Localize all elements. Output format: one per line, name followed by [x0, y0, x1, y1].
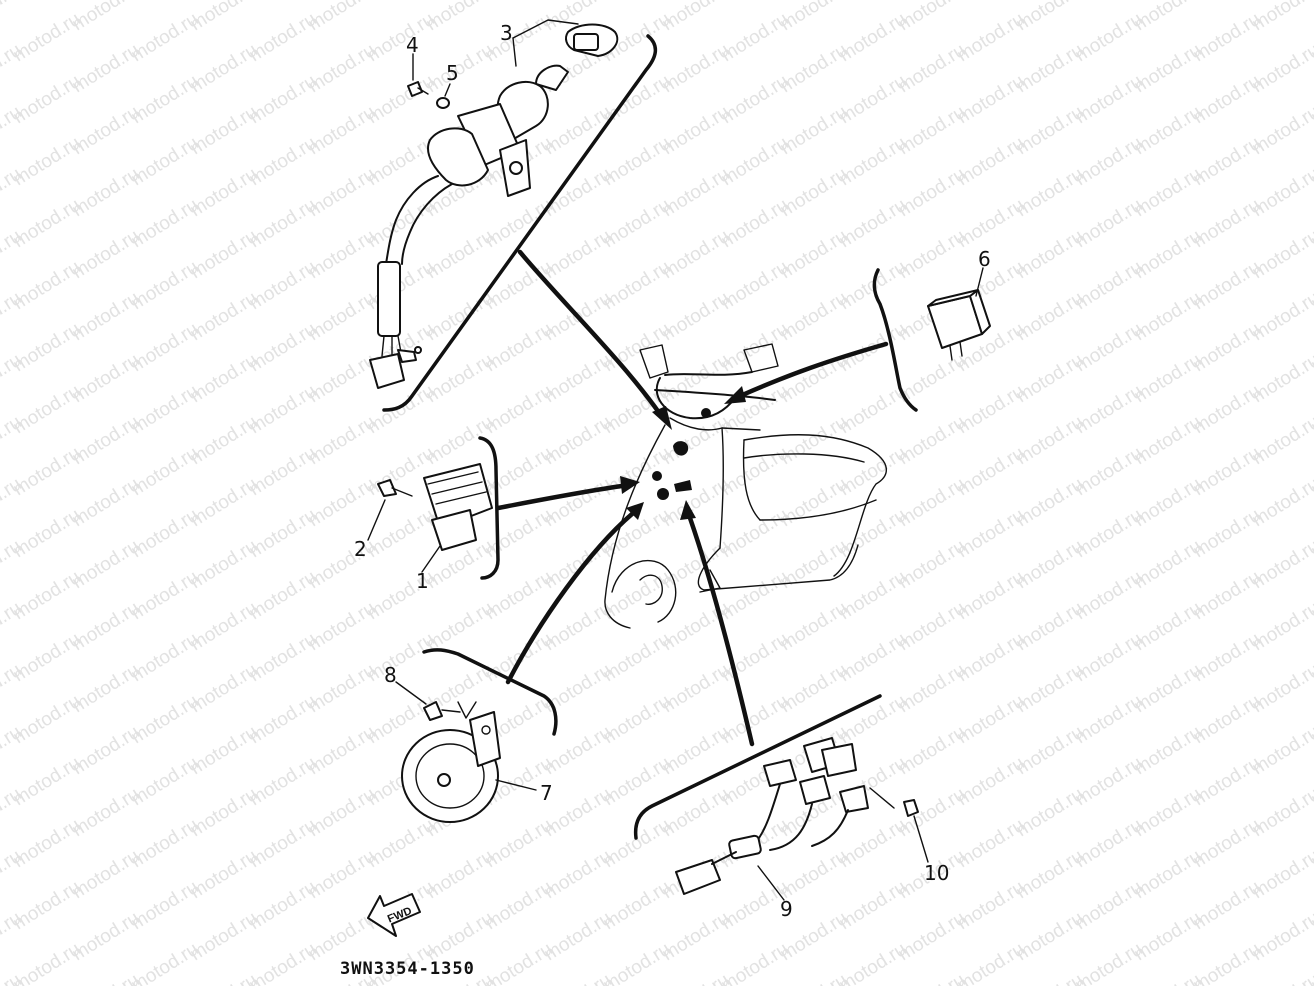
drawing-code: 3WN3354-1350 — [340, 959, 475, 979]
watermark-text: motod.ru — [482, 0, 557, 4]
watermark-text: motod.ru — [482, 939, 557, 986]
panel-flasher-relay — [872, 267, 991, 412]
watermark-text: motod.ru — [777, 970, 852, 986]
watermark-text: motod.ru — [1131, 970, 1206, 986]
callout-10: 10 — [924, 861, 949, 885]
watermark-text: motod.ru — [10, 939, 85, 986]
callout-2: 2 — [354, 537, 367, 561]
watermark-text: motod.ru — [895, 970, 970, 986]
connector-lines — [495, 249, 889, 747]
watermark-text: motod.ru — [1249, 970, 1314, 986]
watermark-text: motod.ru — [718, 0, 793, 4]
watermark-text: motod.ru — [659, 0, 734, 35]
callout-8: 8 — [384, 663, 397, 687]
watermark-text: motod.ru — [954, 939, 1029, 986]
watermark-text: motod.ru — [305, 0, 380, 35]
panel-wire-harness — [633, 694, 929, 901]
watermark-text: motod.ru — [1072, 0, 1147, 4]
watermark-text: motod.ru — [836, 939, 911, 986]
watermark-text: motod.ru — [1013, 970, 1088, 986]
watermark-text: motod.ru — [0, 0, 25, 35]
panel-horn — [395, 648, 558, 823]
watermark-text: motod.ru — [895, 0, 970, 35]
callout-labels: 1 2 3 4 5 6 7 8 9 10 — [354, 21, 991, 921]
watermark-text: motod.ru — [541, 970, 616, 986]
callout-4: 4 — [406, 33, 419, 57]
watermark-text: motod.ru — [1190, 939, 1265, 986]
watermark-text: motod.ru — [600, 0, 675, 4]
callout-9: 9 — [780, 897, 793, 921]
watermark-text: motod.ru — [777, 0, 852, 35]
watermark-text: motod.ru — [1190, 0, 1265, 4]
watermark-text: motod.ru — [69, 0, 144, 35]
watermark-text: motod.ru — [128, 0, 203, 4]
main-switch-part — [369, 23, 619, 389]
watermark-text: motod.ru — [69, 970, 144, 986]
callout-7: 7 — [540, 781, 553, 805]
watermark-text: motod.ru — [1013, 0, 1088, 35]
watermark-text: motod.ru — [659, 970, 734, 986]
panel-rectifier — [367, 436, 500, 580]
watermark-text: motod.ru — [1072, 939, 1147, 986]
watermark-text: motod.ru — [836, 0, 911, 4]
watermark-text: motod.ru — [364, 0, 439, 4]
watermark-text: motod.ru — [718, 939, 793, 986]
watermark-text: motod.ru — [10, 0, 85, 4]
watermark-text: motod.ru — [246, 0, 321, 4]
watermark-text: motod.ru — [423, 0, 498, 35]
watermark-text: motod.ru — [600, 939, 675, 986]
watermark-text: motod.ru — [187, 970, 262, 986]
watermark-text: motod.ru — [128, 939, 203, 986]
watermark-text: motod.ru — [246, 939, 321, 986]
watermark-text: motod.ru — [954, 0, 1029, 4]
panel-main-switch — [369, 19, 658, 412]
callout-3: 3 — [500, 21, 513, 45]
watermark-text: motod.ru — [1131, 0, 1206, 35]
callout-1: 1 — [416, 569, 429, 593]
callout-5: 5 — [446, 61, 459, 85]
callout-6: 6 — [978, 247, 991, 271]
watermark-text: motod.ru — [187, 0, 262, 35]
